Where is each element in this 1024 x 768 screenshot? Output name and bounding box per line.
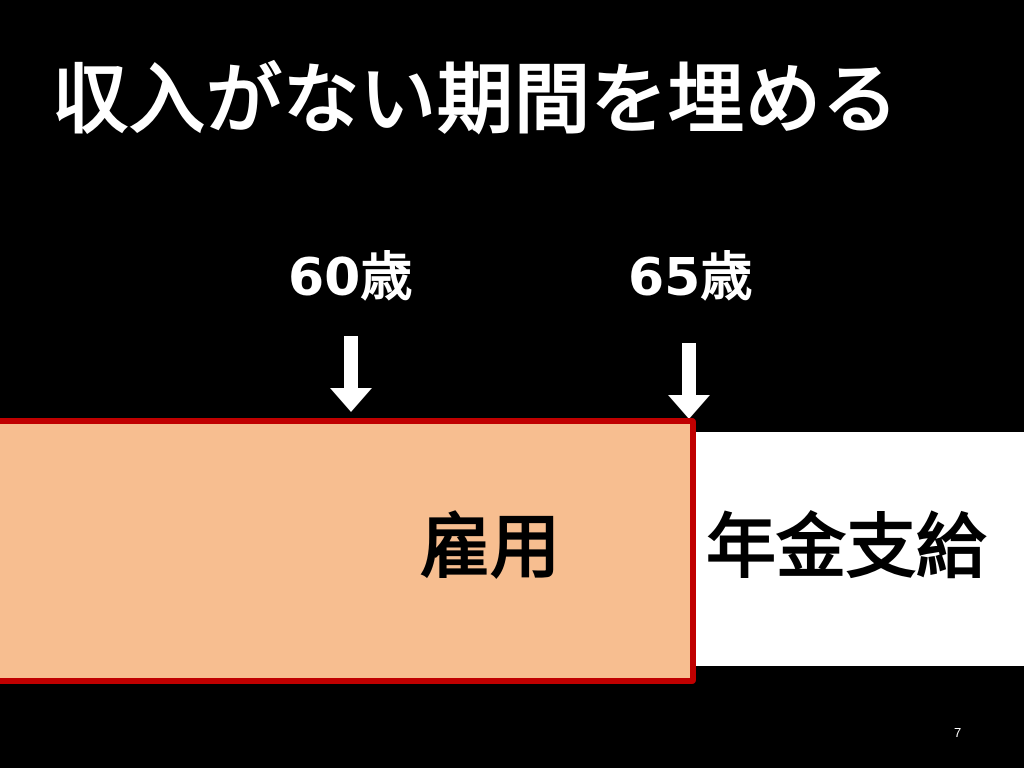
down-arrow-icon — [330, 336, 372, 412]
employment-block — [0, 418, 696, 684]
pension-label: 年金支給 — [706, 506, 986, 588]
down-arrow-icon — [668, 343, 710, 419]
age-60-label: 60歳 — [288, 248, 413, 308]
pension-block — [692, 432, 1024, 666]
slide-title: 収入がない期間を埋める — [52, 55, 899, 144]
page-number: 7 — [954, 725, 962, 740]
age-65-label: 65歳 — [628, 248, 753, 308]
employment-label: 雇用 — [420, 506, 560, 588]
